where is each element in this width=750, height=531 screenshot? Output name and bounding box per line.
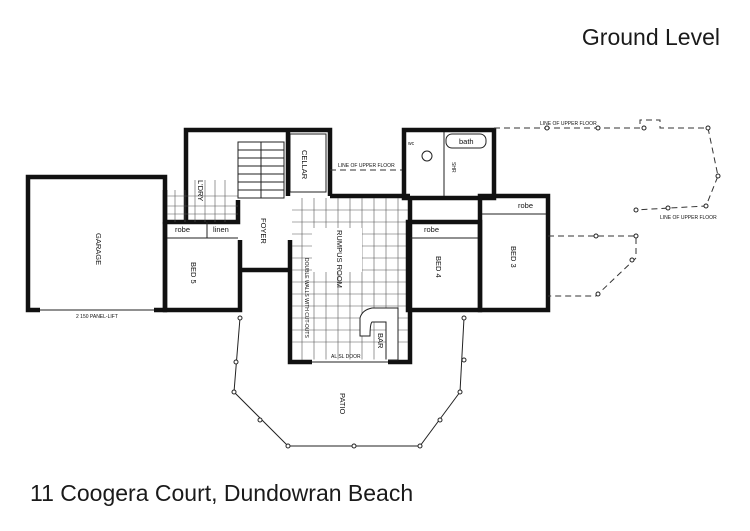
- upper-floor-posts: [544, 125, 721, 297]
- upper-floor-outline-top: [494, 119, 719, 211]
- stairs: [237, 141, 285, 199]
- robe-bed5-label: robe: [175, 225, 190, 234]
- bed3-walls: [477, 193, 551, 313]
- bed3-label: BED 3: [509, 246, 518, 268]
- laundry-lower-wall: [162, 190, 241, 225]
- rumpus-label: RUMPUS ROOM: [335, 230, 344, 288]
- double-walls-note: DOUBLE WALLS WITH CUT-OUTS: [303, 258, 309, 338]
- bed5-walls: [162, 222, 243, 313]
- bath-tub: [445, 133, 487, 149]
- wc-fixture: [421, 150, 433, 162]
- garage-door-label: 2 150 PANEL-LIFT: [76, 314, 118, 320]
- patio-label: PATIO: [338, 393, 347, 415]
- upper-floor-outline-lower: [548, 235, 637, 297]
- robe-bed3-label: robe: [518, 201, 533, 210]
- rumpus-label-bg: [312, 228, 362, 272]
- upper-floor-label-2: LINE OF UPPER FLOOR: [540, 121, 597, 127]
- bed4-label: BED 4: [434, 256, 443, 278]
- upper-block-walls: [183, 127, 333, 222]
- shower-label: SHR: [450, 162, 456, 173]
- bath-label: bath: [459, 137, 474, 146]
- patio-outline: [233, 317, 465, 447]
- laundry-tiles: [167, 180, 238, 222]
- bathroom-walls: [401, 127, 497, 201]
- plan-level-title: Ground Level: [581, 24, 720, 50]
- linen-label: linen: [213, 225, 229, 234]
- laundry-label: L'DRY: [196, 180, 205, 201]
- bar-label: BAR: [376, 333, 385, 349]
- bed5-label: BED 5: [189, 262, 198, 284]
- bed4-walls: [405, 219, 483, 313]
- cellar-label: CELLAR: [300, 150, 309, 180]
- sliding-door-label: AL SL DOOR: [331, 354, 361, 360]
- wc-label: wc: [408, 141, 415, 147]
- upper-floor-label-3: LINE OF UPPER FLOOR: [660, 215, 717, 221]
- robe-bed4-label: robe: [424, 225, 439, 234]
- garage-label: GARAGE: [94, 233, 103, 265]
- foyer-label: FOYER: [259, 218, 268, 244]
- upper-floor-label-1: LINE OF UPPER FLOOR: [338, 163, 395, 169]
- patio-posts: [231, 315, 467, 449]
- bar-counter: [359, 307, 399, 361]
- property-address: 11 Coogera Court, Dundowran Beach: [30, 480, 414, 506]
